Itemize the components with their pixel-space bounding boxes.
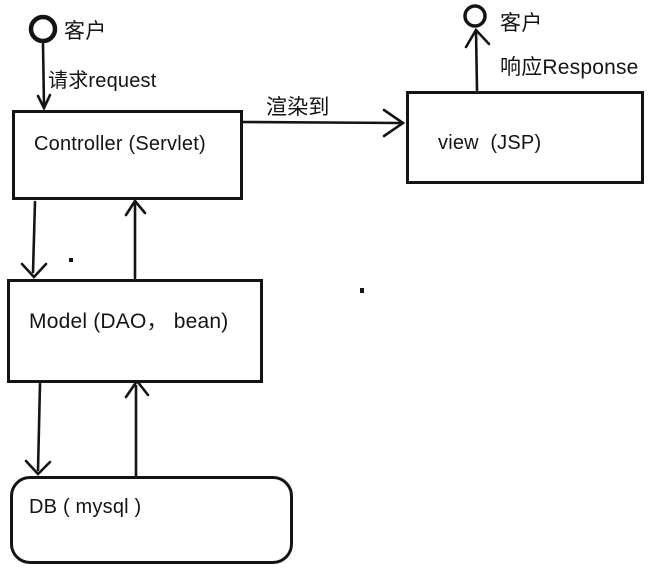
request-edge-label: 请求request: [48, 70, 157, 92]
stray-dot: [69, 258, 73, 262]
controller-to-model-arrow: [20, 200, 48, 279]
arrowhead-down-icon: [36, 93, 52, 112]
client-right-label: 客户: [500, 12, 543, 35]
model-node: Model (DAO， bean): [7, 279, 263, 383]
view-node-label: view (JSP): [438, 132, 542, 154]
view-node: view (JSP): [406, 91, 644, 184]
client-left-label: 客户: [64, 20, 107, 43]
model-to-db-arrow: [24, 382, 52, 476]
response-arrow: [464, 27, 491, 92]
render-edge-label: 渲染到: [266, 96, 330, 119]
model-to-controller-arrow: [124, 198, 147, 280]
arrowhead-up-icon: [124, 198, 147, 217]
db-node-label: DB ( mysql ): [29, 496, 142, 518]
controller-node: Controller (Servlet): [12, 110, 243, 200]
client-left-actor-icon: [28, 14, 58, 44]
model-node-label: Model (DAO， bean): [29, 310, 229, 333]
arrowhead-down-icon: [24, 459, 52, 476]
arrowhead-up-icon: [464, 27, 491, 49]
controller-node-label: Controller (Servlet): [34, 133, 206, 155]
arrowhead-down-icon: [20, 262, 48, 279]
stray-dot: [360, 288, 364, 293]
db-node: DB ( mysql ): [10, 476, 293, 564]
db-to-model-arrow: [124, 378, 150, 478]
client-right-actor-icon: [463, 4, 487, 28]
arrowhead-right-icon: [382, 108, 406, 138]
request-arrow: [36, 42, 52, 112]
render-arrow: [238, 108, 406, 138]
response-edge-label: 响应Response: [500, 56, 639, 79]
